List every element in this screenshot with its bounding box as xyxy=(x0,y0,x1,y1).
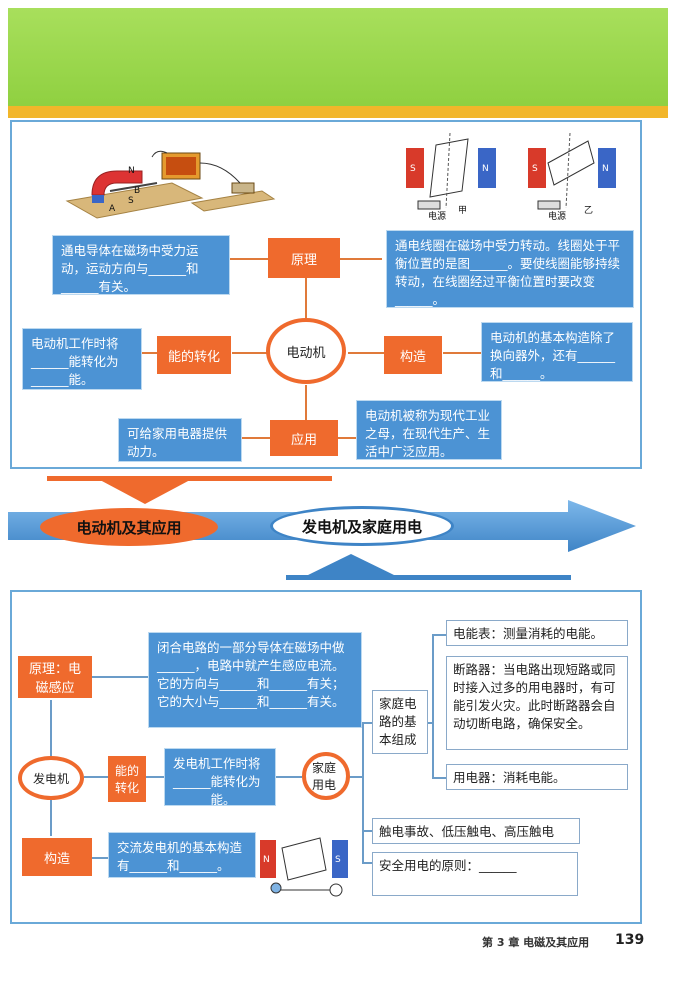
connector xyxy=(432,634,434,778)
svg-text:N: N xyxy=(263,855,270,865)
connector xyxy=(443,352,481,354)
connector xyxy=(50,700,52,756)
generator-illustration: N S xyxy=(260,837,348,897)
top-banner-bar xyxy=(47,476,332,481)
motor-principle-text-box: 通电导体在磁场中受力运动，运动方向与______和______有关。 xyxy=(52,235,230,295)
coil-jia-power-label: 电源 xyxy=(428,210,446,222)
coil-jia-label: 甲 xyxy=(458,205,467,216)
connector xyxy=(92,857,118,859)
motor-energy-label: 能的转化 xyxy=(157,336,231,374)
connector xyxy=(240,437,270,439)
point-a-label: A xyxy=(109,204,116,214)
magnet-s-label: S xyxy=(128,196,134,206)
appliance-box: 用电器：消耗电能。 xyxy=(446,764,628,790)
electric-meter-box: 电能表：测量消耗的电能。 xyxy=(446,620,628,646)
coil-yi-power-label: 电源 xyxy=(548,210,566,222)
motor-application-text-box: 可给家用电器提供动力。 xyxy=(118,418,242,462)
generator-induction-text-box: 闭合电路的一部分导体在磁场中做______，电路中就产生感应电流。它的方向与__… xyxy=(148,632,362,728)
banner-left-oval: 电动机及其应用 xyxy=(40,508,218,546)
connector xyxy=(140,352,158,354)
connector xyxy=(340,258,382,260)
svg-text:S: S xyxy=(335,855,341,865)
connector xyxy=(50,798,52,836)
bottom-banner-bar xyxy=(286,575,571,580)
generator-structure-label: 构造 xyxy=(22,838,92,876)
svg-text:N: N xyxy=(482,164,489,174)
motor-energy-text-box: 电动机工作时将______能转化为______能。 xyxy=(22,328,142,390)
household-oval: 家庭用电 xyxy=(302,752,350,800)
connector xyxy=(349,776,363,778)
svg-text:N: N xyxy=(602,164,609,174)
connector xyxy=(226,258,268,260)
banner-right-label: 发电机及家庭用电 xyxy=(301,517,422,536)
down-arrow-icon xyxy=(100,480,190,504)
connector xyxy=(348,352,384,354)
generator-structure-text-box: 交流发电机的基本构造有______和______。 xyxy=(108,832,256,878)
connector xyxy=(362,722,364,862)
connector xyxy=(276,776,302,778)
motor-experiment-illustration: N S A B xyxy=(65,150,276,219)
circuit-breaker-box: 断路器：当电路出现短路或同时接入过多的用电器时，有可能引发火灾。此时断路器会自动… xyxy=(446,656,628,750)
motor-center-oval: 电动机 xyxy=(266,318,346,384)
generator-principle-label: 原理：电磁感应 xyxy=(18,656,92,698)
motor-structure-label: 构造 xyxy=(384,336,442,374)
svg-text:S: S xyxy=(532,164,538,174)
banner-left-label: 电动机及其应用 xyxy=(76,518,182,537)
point-b-label: B xyxy=(134,186,140,196)
generator-energy-label: 能的转化 xyxy=(108,756,146,802)
motor-coil-text-box: 通电线圈在磁场中受力转动。线圈处于平衡位置的是图______。要使线圈能够持续转… xyxy=(386,230,634,308)
connector xyxy=(84,776,108,778)
motor-structure-text-box: 电动机的基本构造除了换向器外，还有______和______。 xyxy=(481,322,633,382)
connector xyxy=(305,385,307,423)
connector xyxy=(432,777,446,779)
connector xyxy=(428,722,434,724)
page-number: 139 xyxy=(615,932,645,948)
motor-application-label: 应用 xyxy=(270,420,338,456)
connector xyxy=(362,862,372,864)
up-arrow-icon xyxy=(306,554,396,576)
connector xyxy=(92,676,148,678)
electric-shock-box: 触电事故、低压触电、高压触电 xyxy=(372,818,580,844)
connector xyxy=(338,437,360,439)
svg-text:S: S xyxy=(410,164,416,174)
connector xyxy=(432,634,446,636)
motor-principle-label: 原理 xyxy=(268,238,340,278)
banner-right-oval: 发电机及家庭用电 xyxy=(270,506,454,546)
coil-yi-label: 乙 xyxy=(584,205,593,216)
chapter-footer: 第 3 章 电磁及其应用 xyxy=(482,936,590,949)
generator-energy-text-box: 发电机工作时将______能转化为______能。 xyxy=(164,748,276,807)
connector xyxy=(362,830,372,832)
motor-history-text-box: 电动机被称为现代工业之母，在现代生产、生活中广泛应用。 xyxy=(356,400,502,460)
header-stripe xyxy=(8,106,668,118)
generator-center-oval: 发电机 xyxy=(18,756,84,800)
magnet-n-label: N xyxy=(128,166,135,176)
household-composition-box: 家庭电路的基本组成 xyxy=(372,690,428,754)
connector xyxy=(146,776,164,778)
connector xyxy=(232,352,268,354)
connector xyxy=(362,722,372,724)
connector xyxy=(305,278,307,318)
safety-principle-box: 安全用电的原则：______ xyxy=(372,852,578,896)
header-band xyxy=(8,8,668,108)
coil-figures-illustration: S N S N 电源 甲 电源 乙 xyxy=(406,133,616,222)
